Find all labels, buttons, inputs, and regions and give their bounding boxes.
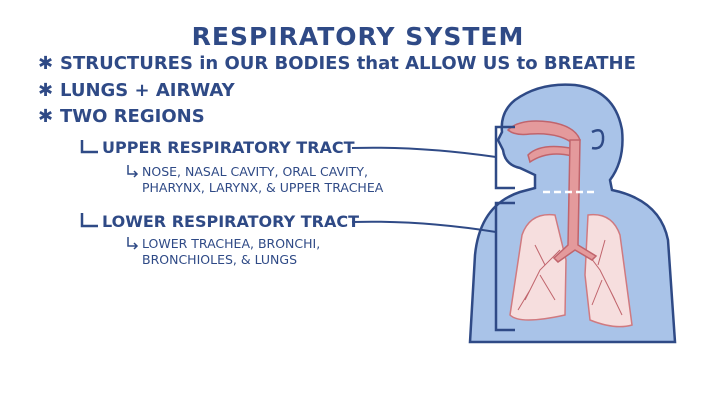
asterisk-icon: ✱ bbox=[38, 80, 54, 101]
bullet-text: TWO REGIONS bbox=[60, 106, 205, 127]
lower-tract-detail: BRONCHIOLES, & LUNGS bbox=[142, 252, 298, 267]
lower-connector bbox=[80, 213, 98, 228]
lower-detail-arrow bbox=[127, 237, 139, 250]
asterisk-icon: ✱ bbox=[38, 53, 54, 74]
lower-bracket bbox=[494, 201, 515, 332]
lower-tract-label: LOWER RESPIRATORY TRACT bbox=[102, 212, 359, 231]
page-title: RESPIRATORY SYSTEM bbox=[191, 22, 525, 51]
upper-detail-arrow bbox=[127, 165, 139, 178]
right-lung bbox=[584, 213, 633, 328]
bullet-item: ✱ STRUCTURES in OUR BODIES that ALLOW US … bbox=[38, 53, 636, 74]
upper-tract-label: UPPER RESPIRATORY TRACT bbox=[102, 138, 355, 157]
upper-tract-detail: NOSE, NASAL CAVITY, ORAL CAVITY, bbox=[142, 164, 368, 179]
lower-tract-detail: LOWER TRACHEA, BRONCHI, bbox=[142, 236, 321, 251]
bronchioles bbox=[517, 239, 623, 316]
left-lung bbox=[509, 213, 567, 321]
bullet-item: ✱ TWO REGIONS bbox=[38, 106, 205, 127]
upper-connector bbox=[80, 140, 98, 154]
asterisk-icon: ✱ bbox=[38, 106, 54, 127]
bullet-text: STRUCTURES in OUR BODIES that ALLOW US t… bbox=[60, 53, 636, 74]
bullet-item: ✱ LUNGS + AIRWAY bbox=[38, 80, 235, 101]
upper-bracket bbox=[494, 125, 515, 190]
upper-line bbox=[351, 146, 497, 158]
lower-line bbox=[351, 220, 497, 233]
ear bbox=[591, 129, 605, 150]
upper-tract-detail: PHARYNX, LARYNX, & UPPER TRACHEA bbox=[142, 180, 384, 195]
bullet-text: LUNGS + AIRWAY bbox=[60, 80, 235, 101]
